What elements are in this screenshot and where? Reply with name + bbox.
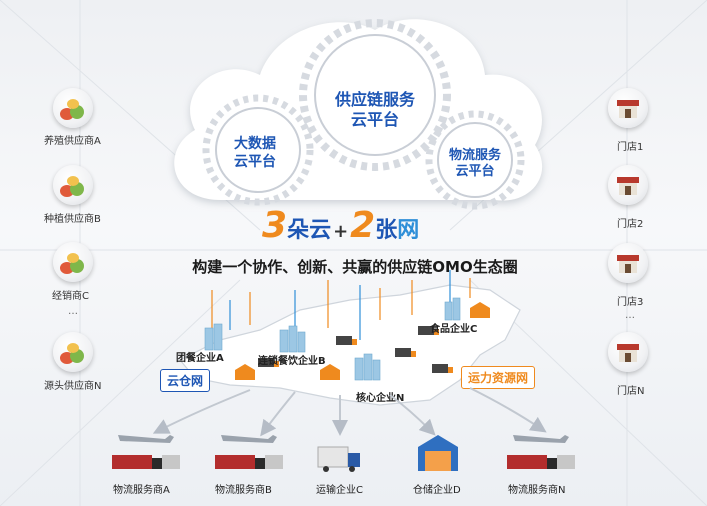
cloud-diagram [174, 19, 543, 210]
map-label-tuancan: 团餐企业A [176, 353, 224, 364]
headline-word-wang: 网 [397, 218, 420, 243]
gear-ring-right [425, 110, 525, 210]
supplier-a-label: 养殖供应商A [44, 136, 101, 147]
store-ellipsis: … [625, 310, 636, 321]
headline: 3朵云+2张网 [262, 205, 419, 246]
bottom-icons [112, 435, 575, 472]
cloud-right-label: 物流服务 云平台 [448, 148, 501, 180]
headline-word-cloud: 朵云 [287, 218, 332, 243]
supplier-b-label: 种植供应商B [44, 214, 101, 225]
headline-number-3: 3 [262, 205, 288, 246]
map-label-liansuo: 连锁餐饮企业B [258, 356, 326, 367]
headline-number-2: 2 [350, 205, 376, 246]
headline-word-zhang: 张 [375, 218, 398, 243]
produce-icon [60, 99, 84, 120]
store-icon [617, 100, 639, 118]
store-icons [617, 100, 639, 362]
headline-plus: + [333, 221, 349, 242]
warehouse-icon [235, 364, 255, 380]
building-liansuo [279, 329, 289, 353]
warehouse-d-icon [418, 435, 458, 471]
cloud-center-label: 供应链服务 云平台 [334, 90, 415, 129]
supplier-c-label: 经销商C [52, 291, 89, 302]
truck-icon [258, 358, 274, 367]
gear-ring-center [299, 19, 451, 171]
bottom-label-n: 物流服务商N [508, 485, 566, 496]
logistics-n-icon [507, 435, 575, 469]
store-n-label: 门店N [617, 386, 645, 397]
cloud-shape [174, 19, 543, 201]
tag-yunli: 运力资源网 [461, 366, 536, 389]
bottom-label-a: 物流服务商A [113, 485, 170, 496]
building-tuancan [204, 327, 214, 351]
logistics-b-icon [215, 435, 283, 469]
bottom-arrows [152, 387, 547, 437]
gear-ring-left [202, 94, 314, 206]
store-2-label: 门店2 [617, 219, 644, 230]
subtitle: 构建一个协作、创新、共赢的供应链OMO生态圈 [192, 258, 518, 276]
store-3-label: 门店3 [617, 297, 644, 308]
map-label-shipin: 食品企业C [430, 324, 478, 335]
building-hexin [354, 357, 364, 381]
bottom-label-d: 仓储企业D [413, 485, 461, 496]
bottom-label-c: 运输企业C [316, 485, 363, 496]
map-label-hexin: 核心企业N [356, 393, 405, 404]
cloud-left-label: 大数据 云平台 [234, 136, 276, 170]
tag-yuncang: 云仓网 [160, 369, 211, 392]
logistics-a-icon [112, 435, 180, 469]
supplier-n-label: 源头供应商N [44, 381, 102, 392]
map-area [179, 270, 521, 406]
building-shipin [444, 301, 453, 321]
transport-c-icon [317, 446, 360, 472]
supplier-ellipsis: … [68, 306, 79, 317]
produce-icons [60, 99, 84, 364]
store-1-label: 门店1 [617, 142, 644, 153]
bottom-label-b: 物流服务商B [215, 485, 272, 496]
